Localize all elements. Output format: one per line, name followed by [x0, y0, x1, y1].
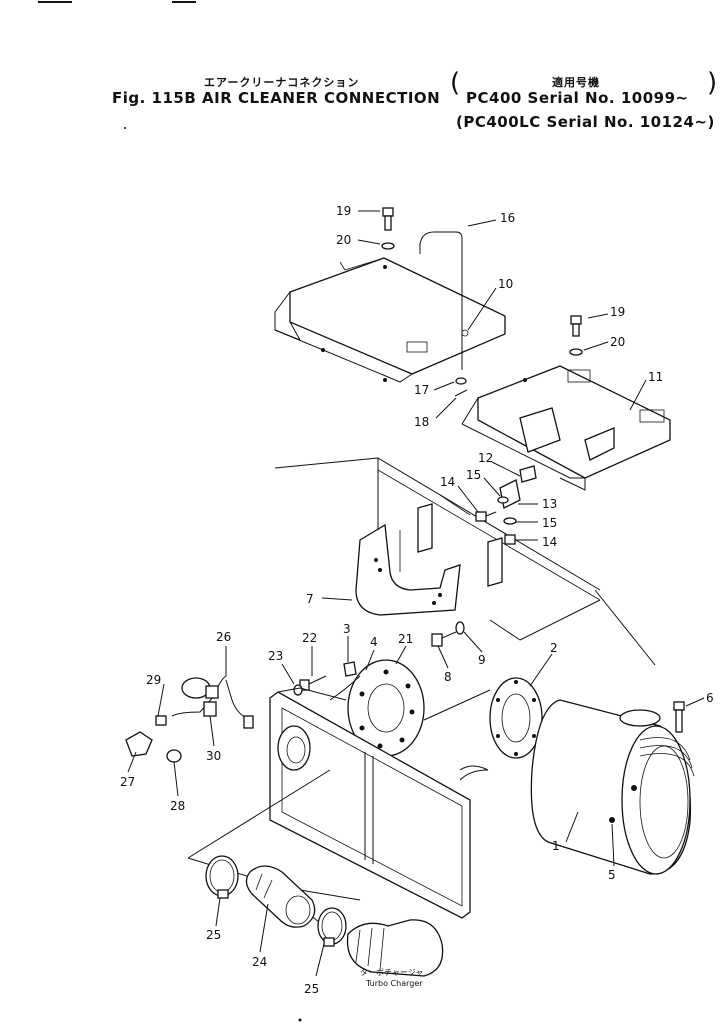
- callout-30: 30: [206, 749, 221, 763]
- bolt-6: [673, 701, 685, 733]
- turbo-label-jp: ターボチャージャ: [360, 968, 423, 977]
- turbo-label-en: Turbo Charger: [365, 979, 423, 988]
- callout-10: 10: [498, 277, 513, 291]
- serial-line-1: PC400 Serial No. 10099~: [466, 89, 689, 107]
- callout-16: 16: [500, 211, 515, 225]
- callout-20-top: 20: [336, 233, 351, 247]
- clamp-25-upper: [205, 855, 239, 899]
- bolt-8: [431, 621, 465, 647]
- callout-27: 27: [120, 775, 135, 789]
- hose-24: [245, 865, 316, 928]
- frame-lines: [274, 457, 656, 666]
- bolt-22: [293, 675, 327, 696]
- callout-23: 23: [268, 649, 283, 663]
- callout-19-right: 19: [610, 305, 625, 319]
- bolt-19-right: [569, 315, 583, 356]
- pin-18: [454, 389, 468, 397]
- post-brackets: [417, 503, 503, 587]
- callout-19-top: 19: [336, 204, 351, 218]
- callout-13: 13: [542, 497, 557, 511]
- callout-22: 22: [302, 631, 317, 645]
- title-japanese: エアークリーナコネクション: [204, 76, 360, 89]
- callout-20-right: 20: [610, 335, 625, 349]
- callout-6: 6: [706, 691, 714, 705]
- rod-16: [419, 231, 463, 370]
- callout-25-b: 25: [304, 982, 319, 996]
- washer-17: [455, 377, 467, 385]
- mount-frame: [269, 675, 489, 919]
- cover-plate-11: [461, 365, 671, 491]
- gasket-2: [489, 677, 543, 759]
- hose-assembly-26: [125, 664, 254, 763]
- callout-25-a: 25: [206, 928, 221, 942]
- bracket-7: [355, 523, 461, 616]
- callouts: 19 20 16 10 19 20 11 17 18 12 15 13 14 1…: [120, 204, 714, 996]
- callout-5: 5: [608, 868, 616, 882]
- callout-21: 21: [398, 632, 413, 646]
- callout-15-a: 15: [466, 468, 481, 482]
- serial-line-2: (PC400LC Serial No. 10124~): [456, 113, 715, 131]
- air-cleaner-1: [530, 699, 695, 875]
- callout-9: 9: [478, 653, 486, 667]
- callout-12: 12: [478, 451, 493, 465]
- callout-8: 8: [444, 670, 452, 684]
- callout-29: 29: [146, 673, 161, 687]
- callout-14-b: 14: [542, 535, 557, 549]
- callout-28: 28: [170, 799, 185, 813]
- turbo-charger: [346, 919, 444, 977]
- figure-title: Fig. 115B AIR CLEANER CONNECTION: [112, 89, 441, 107]
- callout-17: 17: [414, 383, 429, 397]
- bracket-12-13: [475, 465, 537, 545]
- callout-2: 2: [550, 641, 558, 655]
- callout-15-b: 15: [542, 516, 557, 530]
- clamp-25-lower: [317, 907, 347, 947]
- callout-24: 24: [252, 955, 267, 969]
- callout-26: 26: [216, 630, 231, 644]
- applicable-label: 適用号機: [552, 76, 600, 89]
- callout-7: 7: [306, 592, 314, 606]
- close-paren: ): [707, 68, 718, 98]
- callout-18: 18: [414, 415, 429, 429]
- callout-4: 4: [370, 635, 378, 649]
- callout-11: 11: [648, 370, 663, 384]
- open-paren: (: [450, 68, 461, 98]
- callout-1: 1: [552, 839, 560, 853]
- cover-plate-10: [274, 257, 506, 383]
- flange-21: [347, 659, 425, 757]
- callout-3: 3: [343, 622, 351, 636]
- bolt-19-top: [381, 207, 395, 250]
- callout-14-a: 14: [440, 475, 455, 489]
